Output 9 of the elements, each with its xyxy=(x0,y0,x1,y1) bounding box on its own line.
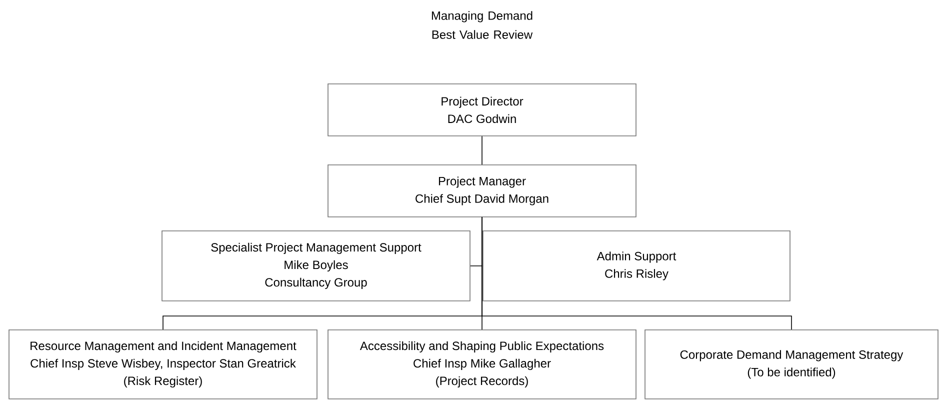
org-box: Project Manager Chief Supt David Morgan xyxy=(328,164,636,218)
org-box: Accessibility and Shaping Public Expectations Chief Insp Mike Gallagher (Project Records) xyxy=(328,330,636,400)
org-box: Corporate Demand Management Strategy (To be identified) xyxy=(644,330,938,400)
org-box: Specialist Project Management Support Mike Boyles Consultancy Group xyxy=(162,230,470,302)
org-box: Resource Management and Incident Management Chief Insp Steve Wisbey, Inspector Stan Greatrick (Risk Register) xyxy=(8,330,318,400)
org-box: Project Director DAC Godwin xyxy=(328,84,636,136)
title: Managing Demand Best Value Review xyxy=(432,11,533,39)
connector xyxy=(482,216,792,330)
org-box: Admin Support Chris Risley xyxy=(482,230,790,302)
